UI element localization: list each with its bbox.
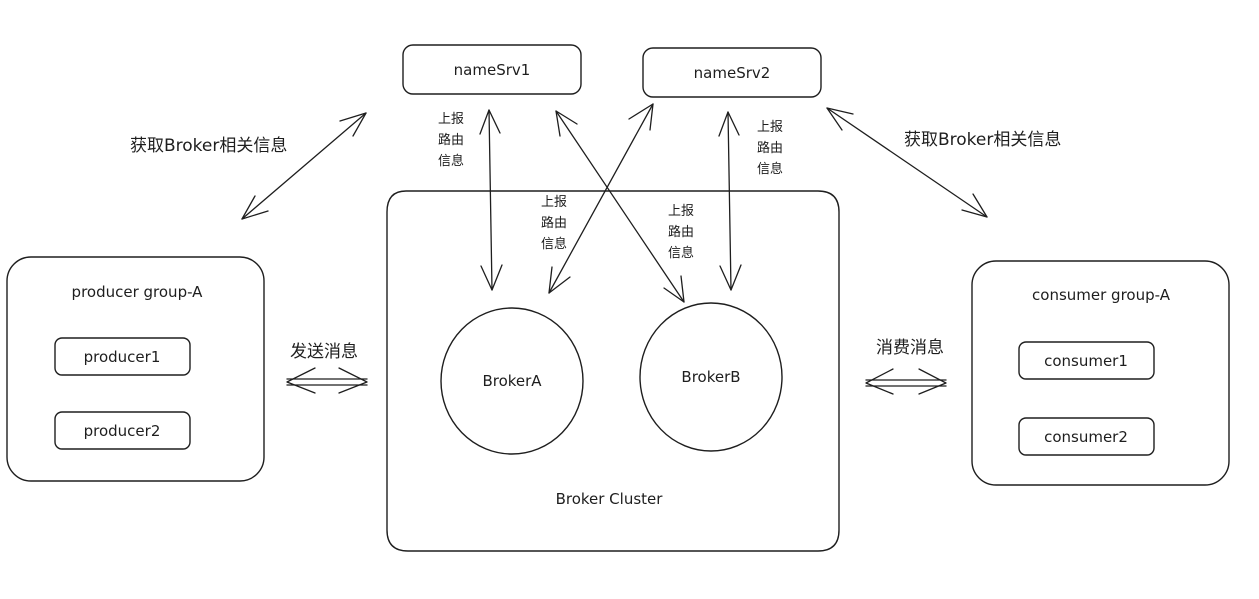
broker-a-label: BrokerA xyxy=(482,372,542,390)
arrow-namesrv2-broker-b xyxy=(718,111,742,291)
namesrv1-node: nameSrv1 xyxy=(402,44,582,95)
report-route-line: 信息 xyxy=(438,153,464,169)
namesrv2-node: nameSrv2 xyxy=(642,47,822,98)
consumer2-node xyxy=(1018,417,1155,456)
arrow-send-message xyxy=(286,367,368,394)
producer-group-label: producer group-A xyxy=(72,283,204,301)
report-route-line: 路由 xyxy=(668,224,694,240)
report-route-line: 路由 xyxy=(541,215,567,231)
namesrv1-label: nameSrv1 xyxy=(454,61,531,79)
producer2-label: producer2 xyxy=(84,422,161,440)
send-message-label: 发送消息 xyxy=(290,342,358,362)
report-route-label-3: 上报 路由 信息 xyxy=(668,204,694,261)
consume-message-label: 消费消息 xyxy=(876,338,944,358)
producer1-node xyxy=(54,337,191,376)
broker-cluster-container: Broker Cluster xyxy=(386,190,840,552)
report-route-label-4: 上报 路由 信息 xyxy=(757,120,783,177)
arrow-consume-message xyxy=(865,368,947,395)
report-route-label-2: 上报 路由 信息 xyxy=(541,195,567,252)
arrow-namesrv1-broker-b xyxy=(555,110,685,303)
producer-group-container: producer group-A producer1 producer2 xyxy=(6,256,265,482)
namesrv2-label: nameSrv2 xyxy=(694,64,771,82)
report-route-label-1: 上报 路由 信息 xyxy=(438,112,464,169)
get-info-label-left: 获取Broker相关信息 xyxy=(130,136,287,156)
report-route-line: 信息 xyxy=(757,161,783,177)
get-info-label-right: 获取Broker相关信息 xyxy=(904,130,1061,150)
arrow-consumer-namesrv2 xyxy=(826,107,988,218)
consumer2-label: consumer2 xyxy=(1044,428,1128,446)
broker-cluster-label: Broker Cluster xyxy=(556,490,664,508)
arrow-namesrv1-broker-a xyxy=(479,109,503,291)
producer2-node xyxy=(54,411,191,450)
arrow-producer-namesrv1 xyxy=(241,112,367,220)
producer1-label: producer1 xyxy=(84,348,161,366)
arrow-namesrv2-broker-a xyxy=(548,103,654,294)
consumer1-label: consumer1 xyxy=(1044,352,1128,370)
consumer-group-label: consumer group-A xyxy=(1032,286,1171,304)
report-route-line: 路由 xyxy=(438,132,464,148)
report-route-line: 信息 xyxy=(668,245,694,261)
consumer-group-container: consumer group-A consumer1 consumer2 xyxy=(971,260,1230,486)
broker-b-node: BrokerB xyxy=(639,302,783,452)
report-route-line: 上报 xyxy=(757,120,783,135)
broker-a-node: BrokerA xyxy=(440,307,584,455)
report-route-line: 路由 xyxy=(757,140,783,156)
consumer1-node xyxy=(1018,341,1155,380)
report-route-line: 上报 xyxy=(541,195,567,210)
broker-b-label: BrokerB xyxy=(681,368,740,386)
report-route-line: 信息 xyxy=(541,236,567,252)
report-route-line: 上报 xyxy=(438,112,464,127)
report-route-line: 上报 xyxy=(668,204,694,219)
